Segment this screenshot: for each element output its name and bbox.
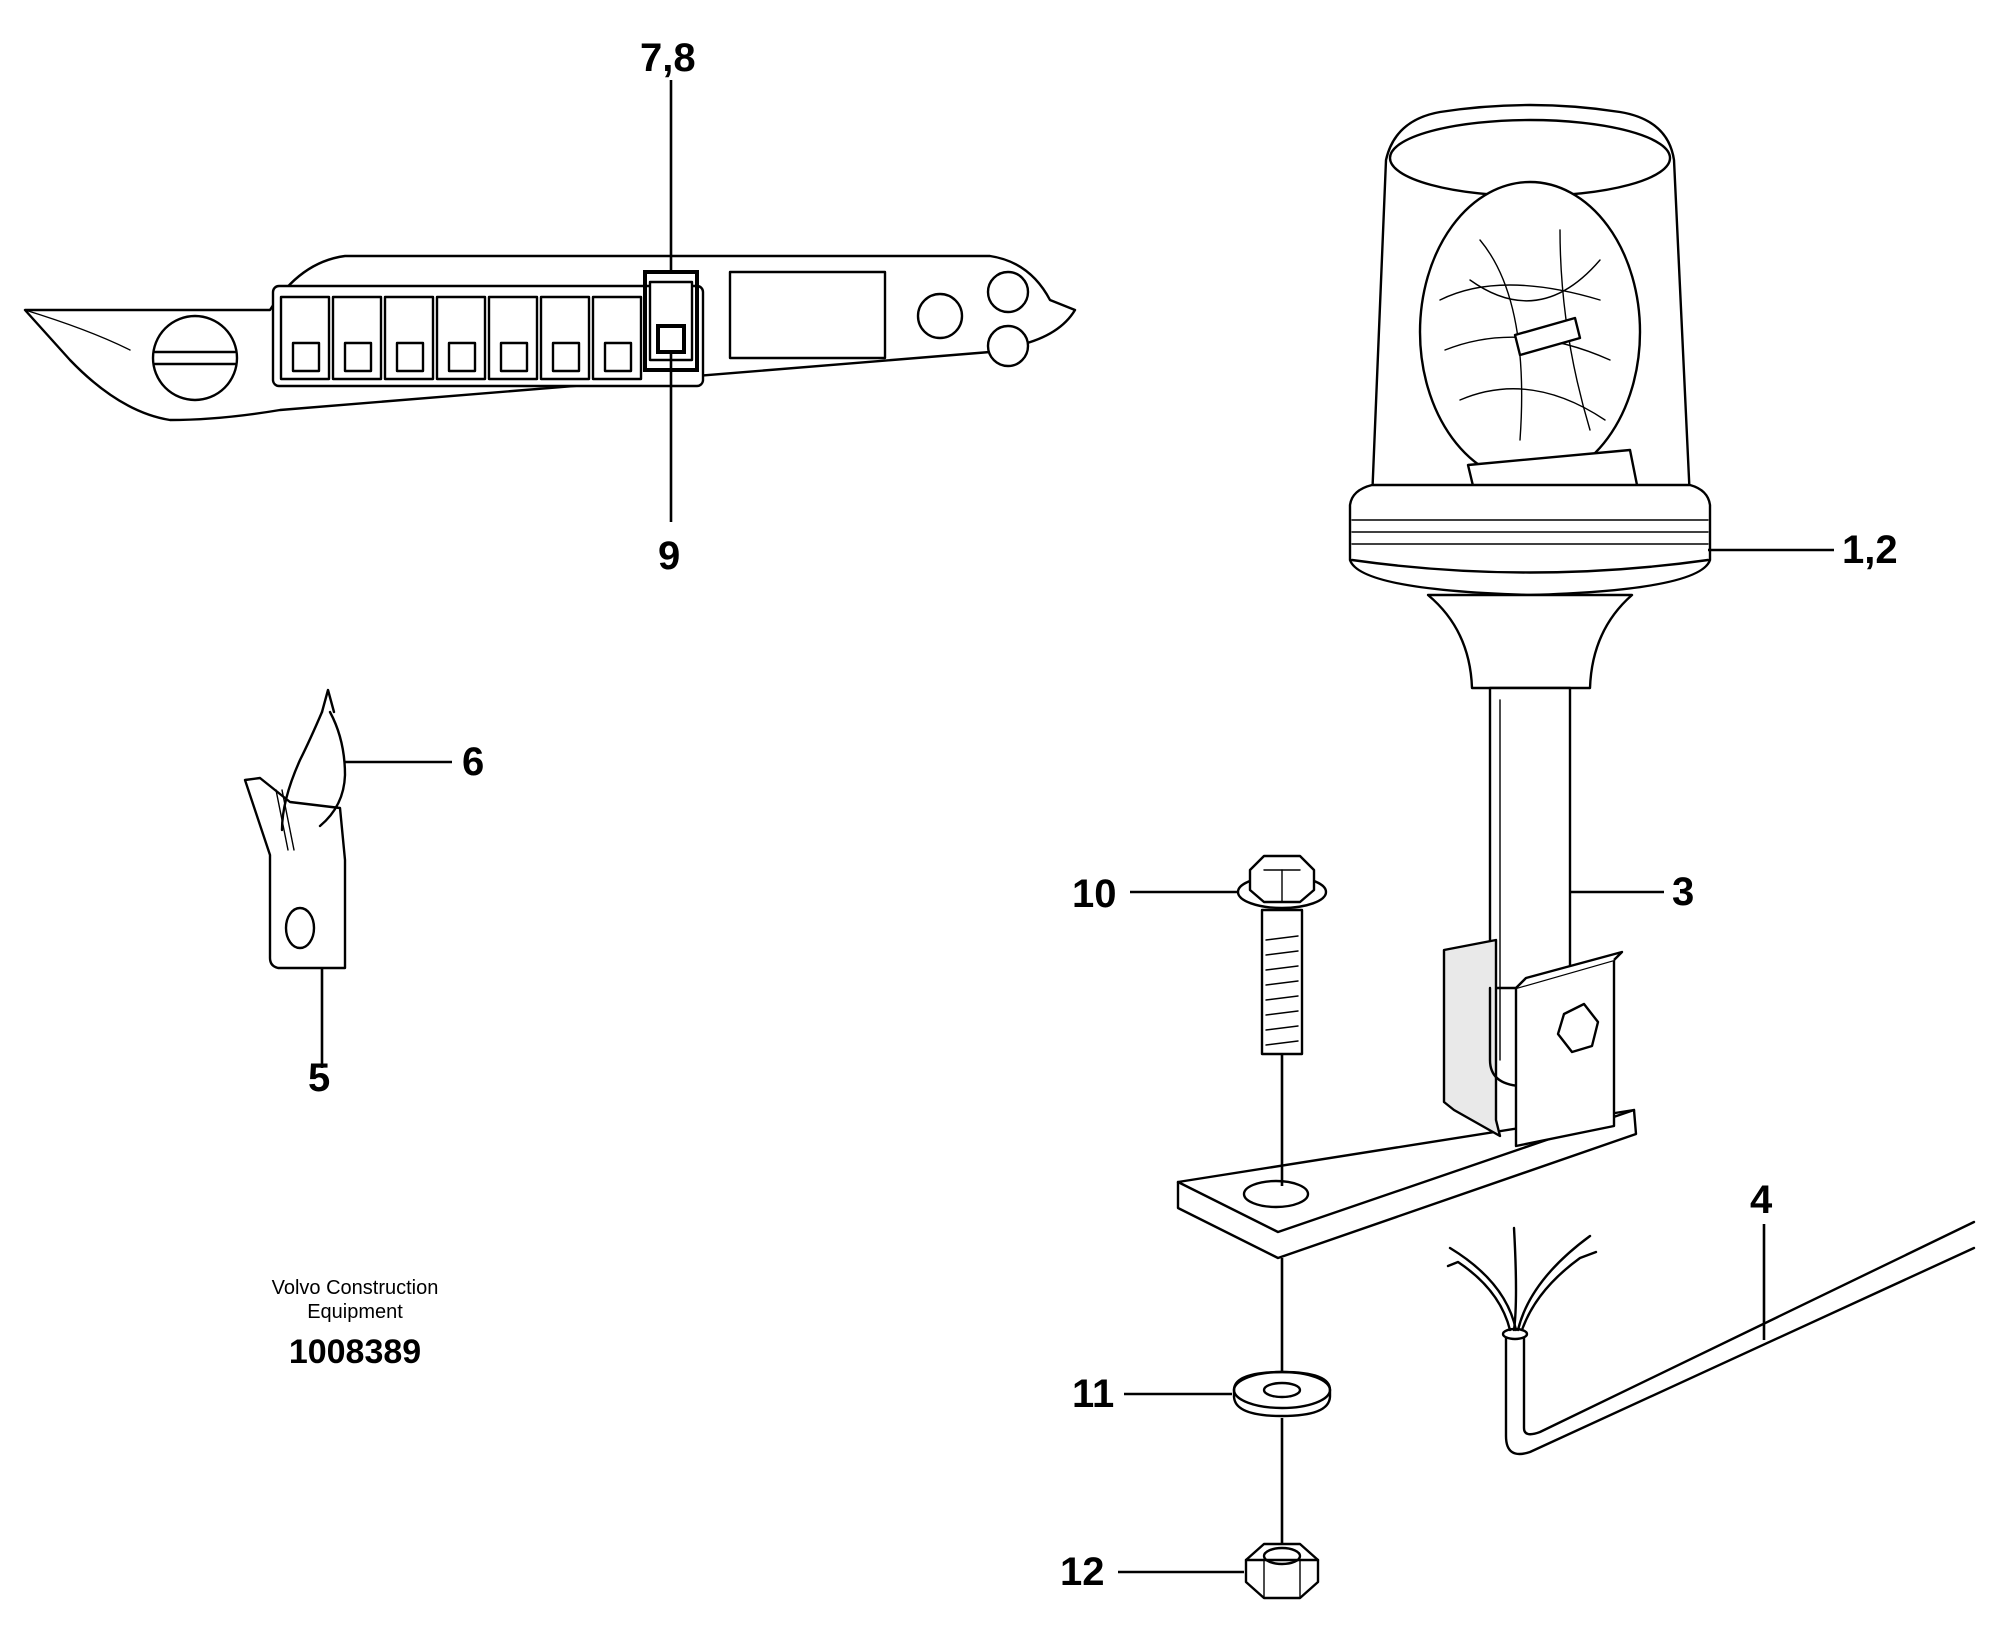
mounting-tube-and-bracket xyxy=(1176,686,1664,1260)
callout-1-2: 1,2 xyxy=(1842,528,1898,572)
switch-row xyxy=(279,295,643,381)
callout-5: 5 xyxy=(308,1056,331,1100)
manufacturer-name-line2: Equipment xyxy=(307,1301,403,1323)
callout-7-8: 7,8 xyxy=(640,36,696,80)
callout-4: 4 xyxy=(1750,1178,1773,1222)
drawing-number: 1008389 xyxy=(288,1333,422,1371)
manufacturer-credit: Volvo Construction Equipment 1008389 xyxy=(230,1276,480,1372)
washer xyxy=(1124,1370,1332,1544)
panel-display xyxy=(728,270,887,360)
switch-panel xyxy=(23,80,1077,522)
callout-12: 12 xyxy=(1060,1550,1105,1594)
callout-3: 3 xyxy=(1672,870,1695,914)
hex-nut xyxy=(1118,1542,1320,1600)
flange-bolt xyxy=(1130,854,1328,1380)
callout-11: 11 xyxy=(1072,1372,1115,1416)
manufacturer-name-line1: Volvo Construction xyxy=(271,1277,439,1299)
cable-tie-and-tab xyxy=(243,688,452,1068)
callout-9: 9 xyxy=(658,534,681,578)
callout-10: 10 xyxy=(1072,872,1117,916)
cable-harness xyxy=(1446,1220,1976,1456)
rotating-beacon xyxy=(1348,103,1834,690)
callout-6: 6 xyxy=(462,740,485,784)
